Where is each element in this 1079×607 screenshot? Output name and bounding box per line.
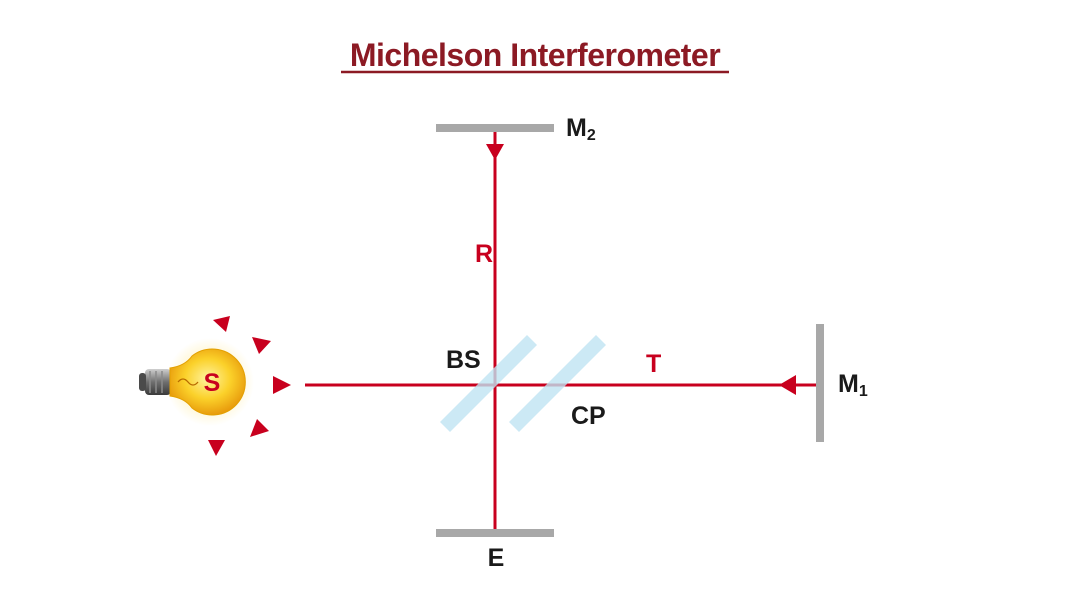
arrowhead-icon bbox=[273, 376, 291, 394]
beam-splitter-plate bbox=[440, 335, 537, 432]
arrowhead-icon bbox=[213, 316, 230, 332]
mirror-m1-letter: M bbox=[838, 370, 859, 398]
observation-screen bbox=[436, 529, 554, 537]
arrowhead-icon bbox=[250, 419, 269, 437]
source-label: S bbox=[204, 369, 221, 397]
transmitted-beam-label: T bbox=[646, 350, 661, 378]
mirror-m2 bbox=[436, 124, 554, 132]
mirror-m2-letter: M bbox=[566, 114, 587, 142]
compensating-plate-label: CP bbox=[571, 402, 606, 430]
mirror-m2-subscript: 2 bbox=[587, 127, 596, 144]
arrowhead-icon bbox=[779, 375, 796, 395]
diagram-title: Michelson Interferometer bbox=[350, 37, 720, 73]
mirror-m2-label: M2 bbox=[566, 114, 596, 144]
reflected-beam-label: R bbox=[475, 240, 493, 268]
arrowhead-icon bbox=[252, 337, 271, 354]
mirror-m1-subscript: 1 bbox=[859, 383, 868, 400]
eye-label: E bbox=[488, 544, 505, 572]
compensating-plate bbox=[509, 335, 606, 432]
mirror-m1 bbox=[816, 324, 824, 442]
light-bulb-icon bbox=[139, 338, 254, 426]
mirror-m1-label: M1 bbox=[838, 370, 868, 400]
beam-splitter-label: BS bbox=[446, 346, 481, 374]
arrowhead-icon bbox=[208, 440, 225, 456]
arrowhead-icon bbox=[486, 144, 504, 160]
